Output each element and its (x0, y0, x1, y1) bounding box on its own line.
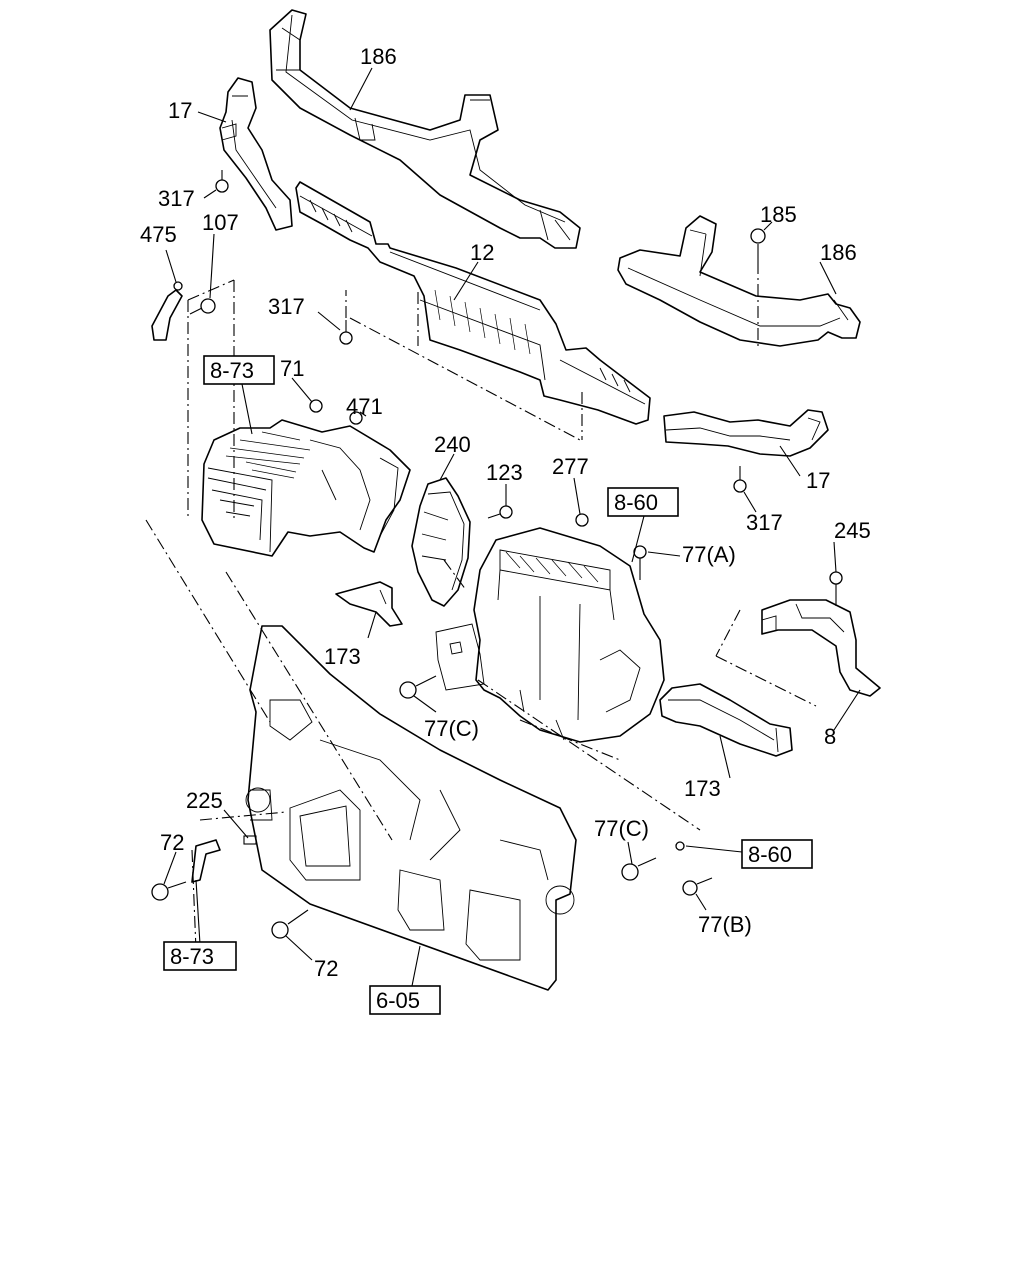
ref-label-8-73-lower: 8-73 (170, 944, 214, 969)
callout-471: 471 (346, 394, 383, 419)
bracket-225 (191, 835, 257, 883)
callout-317-right: 317 (746, 510, 783, 535)
callout-8: 8 (824, 724, 836, 749)
callout-labels: 186 17 317 475 107 185 186 12 317 71 471… (140, 44, 871, 981)
callout-186-top: 186 (360, 44, 397, 69)
duct-17-right (663, 409, 829, 457)
callout-77c-lower: 77(C) (594, 816, 649, 841)
duct-186-upper (269, 9, 581, 249)
fasteners (151, 170, 843, 939)
leader-lines (163, 67, 861, 987)
duct-186-right (617, 215, 861, 347)
ref-box-8-60-upper[interactable]: 8-60 (607, 487, 679, 517)
ref-box-8-60-lower[interactable]: 8-60 (741, 839, 813, 869)
callout-185: 185 (760, 202, 797, 227)
callout-77a: 77(A) (682, 542, 736, 567)
callout-225: 225 (186, 788, 223, 813)
callout-72-bottom: 72 (314, 956, 338, 981)
ref-box-6-05[interactable]: 6-05 (369, 985, 441, 1015)
ref-box-8-73-lower[interactable]: 8-73 (163, 941, 237, 971)
callout-77b: 77(B) (698, 912, 752, 937)
blower-housing (201, 419, 411, 557)
callout-245: 245 (834, 518, 871, 543)
callout-317-middle: 317 (268, 294, 305, 319)
callout-173-left: 173 (324, 644, 361, 669)
assembly-lines (145, 262, 817, 951)
callout-77c-upper: 77(C) (424, 716, 479, 741)
duct-173-lower (659, 683, 793, 757)
callout-72-left: 72 (160, 830, 184, 855)
duct-17-left (219, 77, 293, 231)
duct-12-center (295, 181, 651, 425)
callout-186-right: 186 (820, 240, 857, 265)
callout-71: 71 (280, 356, 304, 381)
callout-123: 123 (486, 460, 523, 485)
reference-boxes: 8-73 8-60 8-60 8-73 6-05 (163, 355, 813, 1015)
callout-240: 240 (434, 432, 471, 457)
heater-unit (435, 527, 665, 743)
ref-label-6-05: 6-05 (376, 988, 420, 1013)
callout-17-right: 17 (806, 468, 830, 493)
ref-label-8-60-upper: 8-60 (614, 490, 658, 515)
ref-label-8-73-upper: 8-73 (210, 358, 254, 383)
bracket-475 (151, 289, 183, 341)
ref-label-8-60-lower: 8-60 (748, 842, 792, 867)
callout-475: 475 (140, 222, 177, 247)
deflector-173-left (335, 581, 403, 627)
callout-317-upper-left: 317 (158, 186, 195, 211)
dash-panel (245, 625, 577, 991)
panel-240 (411, 477, 471, 607)
callout-17-left: 17 (168, 98, 192, 123)
duct-8 (761, 599, 881, 697)
callout-277: 277 (552, 454, 589, 479)
callout-12: 12 (470, 240, 494, 265)
callout-173-lower: 173 (684, 776, 721, 801)
callout-107: 107 (202, 210, 239, 235)
ref-box-8-73-upper[interactable]: 8-73 (203, 355, 275, 385)
